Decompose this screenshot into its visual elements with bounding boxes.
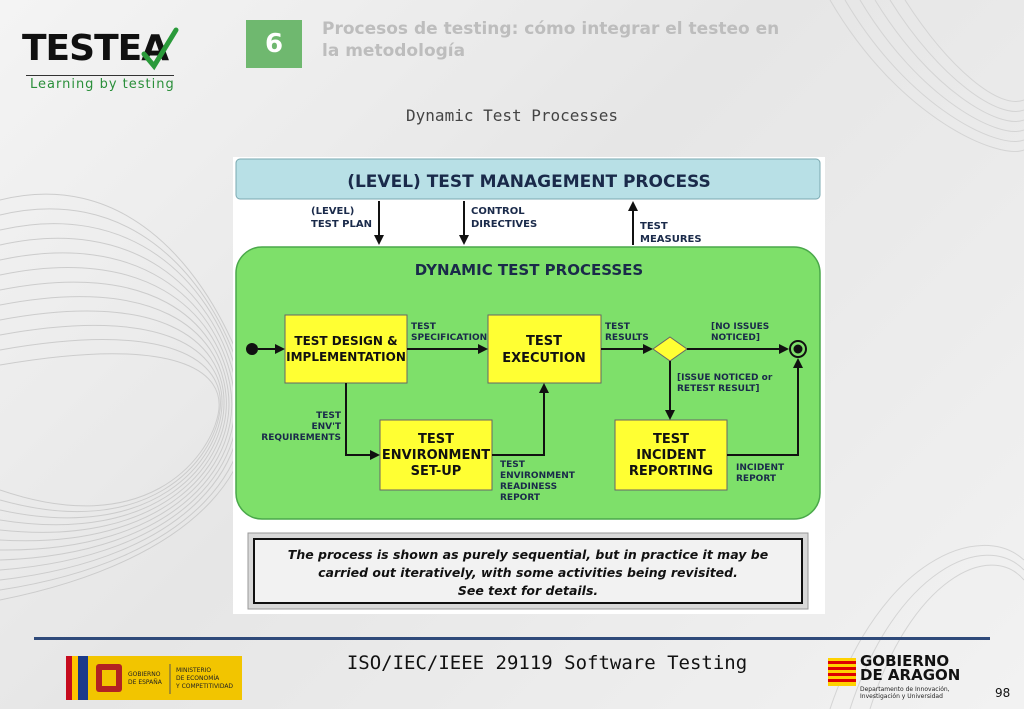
section-title: Procesos de testing: cómo integrar el te… <box>322 19 780 61</box>
ministry-line-2: DE ECONOMÍA <box>176 675 220 682</box>
footer-title: ISO/IEC/IEEE 29119 Software Testing <box>346 652 748 674</box>
page-number: 98 <box>995 686 1011 700</box>
logo-wordmark: TESTEA <box>22 28 169 69</box>
coat-of-arms-icon <box>96 664 122 692</box>
test-environment-label-1: TEST <box>418 432 454 447</box>
test-incident-label-2: INCIDENT <box>636 448 706 463</box>
test-environment-label-3: SET-UP <box>411 464 462 479</box>
incident-report-arrow <box>727 358 803 456</box>
test-environment-box <box>379 419 493 491</box>
test-design-label-1: TEST DESIGN & <box>294 334 397 348</box>
test-environment-label-2: ENVIRONMENT <box>382 448 490 463</box>
gov-left-line-2: DE ESPAÑA <box>128 679 163 686</box>
logo-divider <box>26 75 174 76</box>
test-incident-label-1: TEST <box>653 432 689 447</box>
lbl-issue-2: RETEST RESULT] <box>677 384 760 394</box>
aragon-title-line-1: GOBIERNO <box>860 652 950 670</box>
ministry-line-3: Y COMPETITIVIDAD <box>175 683 233 690</box>
end-node-outer <box>789 340 807 358</box>
testea-logo: TESTEA Learning by testing <box>22 26 182 96</box>
aragon-dept-line-2: Investigación y Universidad <box>860 693 943 700</box>
start-node <box>246 343 258 355</box>
note-line-3: See text for details. <box>458 583 598 598</box>
logo-tagline: Learning by testing <box>30 77 175 92</box>
management-process-box <box>235 158 821 200</box>
end-node-inner <box>793 344 803 354</box>
test-design-label-2: IMPLEMENTATION <box>286 350 406 364</box>
note-line-1: The process is shown as purely sequentia… <box>288 547 768 562</box>
test-incident-box <box>614 419 728 491</box>
readiness-arrow <box>492 383 549 456</box>
dynamic-test-process-diagram: (LEVEL) TEST MANAGEMENT PROCESS (LEVEL) … <box>233 157 825 614</box>
lbl-incident-1: INCIDENT <box>736 463 785 473</box>
note-inner-box <box>253 538 803 604</box>
lbl-results-1: TEST <box>605 322 631 332</box>
lbl-readiness-3: READINESS <box>500 482 557 492</box>
lbl-noissues-2: NOTICED] <box>711 333 760 343</box>
test-execution-box <box>487 314 602 384</box>
lbl-envreq-1: TEST <box>316 411 342 421</box>
lbl-incident-2: REPORT <box>736 474 777 484</box>
spain-flag-strip-yellow <box>72 656 78 700</box>
aragon-title: GOBIERNO DE ARAGON <box>860 652 961 684</box>
gov-left-line-1: GOBIERNO <box>128 671 161 678</box>
process-diagram-svg: (LEVEL) TEST MANAGEMENT PROCESS (LEVEL) … <box>235 158 821 610</box>
eu-strip <box>78 656 88 700</box>
ministry-line-1: MINISTERIO <box>176 667 211 674</box>
test-execution-label-1: TEST <box>526 334 562 349</box>
aragon-dept-line-1: Departamento de Innovación, <box>860 686 950 693</box>
aragon-department: Departamento de Innovación, Investigació… <box>860 686 970 700</box>
lbl-spec-2: SPECIFICATION <box>411 333 487 343</box>
aragon-title-line-2: DE ARAGON <box>860 666 961 684</box>
lbl-envreq-2: ENV'T <box>311 422 341 432</box>
aragon-flag-icon <box>828 658 856 686</box>
note-line-2: carried out iteratively, with some activ… <box>318 565 738 580</box>
test-design-box <box>284 314 408 384</box>
lbl-readiness-1: TEST <box>500 460 526 470</box>
label-test-plan-1: (LEVEL) <box>311 206 354 217</box>
lbl-readiness-2: ENVIRONMENT <box>500 471 576 481</box>
label-control-1: CONTROL <box>471 206 525 217</box>
lbl-results-2: RESULTS <box>605 333 649 343</box>
label-control-2: DIRECTIVES <box>471 219 537 230</box>
lbl-spec-1: TEST <box>411 322 437 332</box>
dynamic-processes-title: DYNAMIC TEST PROCESSES <box>415 261 643 279</box>
footer-rule <box>34 637 990 640</box>
spain-flag-strip <box>66 656 72 700</box>
slide-subtitle: Dynamic Test Processes <box>406 106 618 125</box>
lbl-readiness-4: REPORT <box>500 493 541 503</box>
lbl-envreq-3: REQUIREMENTS <box>261 433 341 443</box>
test-incident-label-3: REPORTING <box>629 464 713 479</box>
section-number-badge: 6 <box>246 20 302 68</box>
env-requirements-arrow <box>345 383 380 460</box>
label-test-plan-2: TEST PLAN <box>311 219 372 230</box>
gobierno-aragon-logo: GOBIERNO DE ARAGON Departamento de Innov… <box>828 652 970 702</box>
lbl-noissues-1: [NO ISSUES <box>711 322 769 332</box>
label-measures-2: MEASURES <box>640 234 702 245</box>
management-process-title: (LEVEL) TEST MANAGEMENT PROCESS <box>347 172 711 192</box>
label-measures-1: TEST <box>640 221 668 232</box>
checkmark-icon <box>141 27 179 71</box>
lbl-issue-1: [ISSUE NOTICED or <box>677 373 773 383</box>
gobierno-espana-logo: GOBIERNO DE ESPAÑA MINISTERIO DE ECONOMÍ… <box>66 656 242 700</box>
test-execution-label-2: EXECUTION <box>502 351 586 366</box>
